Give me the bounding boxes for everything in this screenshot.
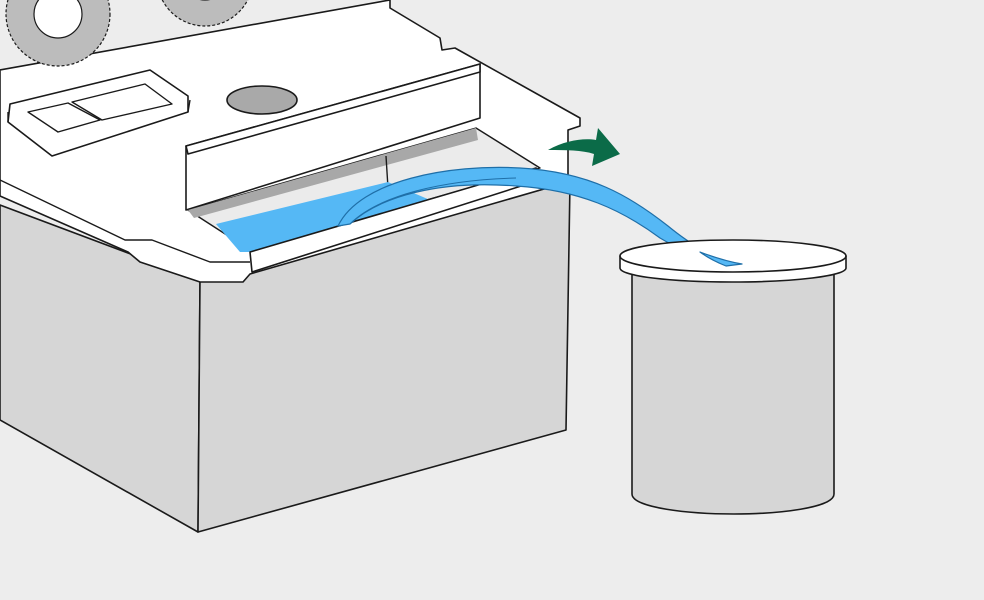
port-hole — [227, 86, 297, 114]
tank-device-icon — [0, 0, 580, 532]
fan-right — [157, 0, 253, 26]
container-body — [632, 270, 834, 514]
fill-port-icon — [227, 86, 297, 114]
container-icon — [620, 240, 846, 514]
